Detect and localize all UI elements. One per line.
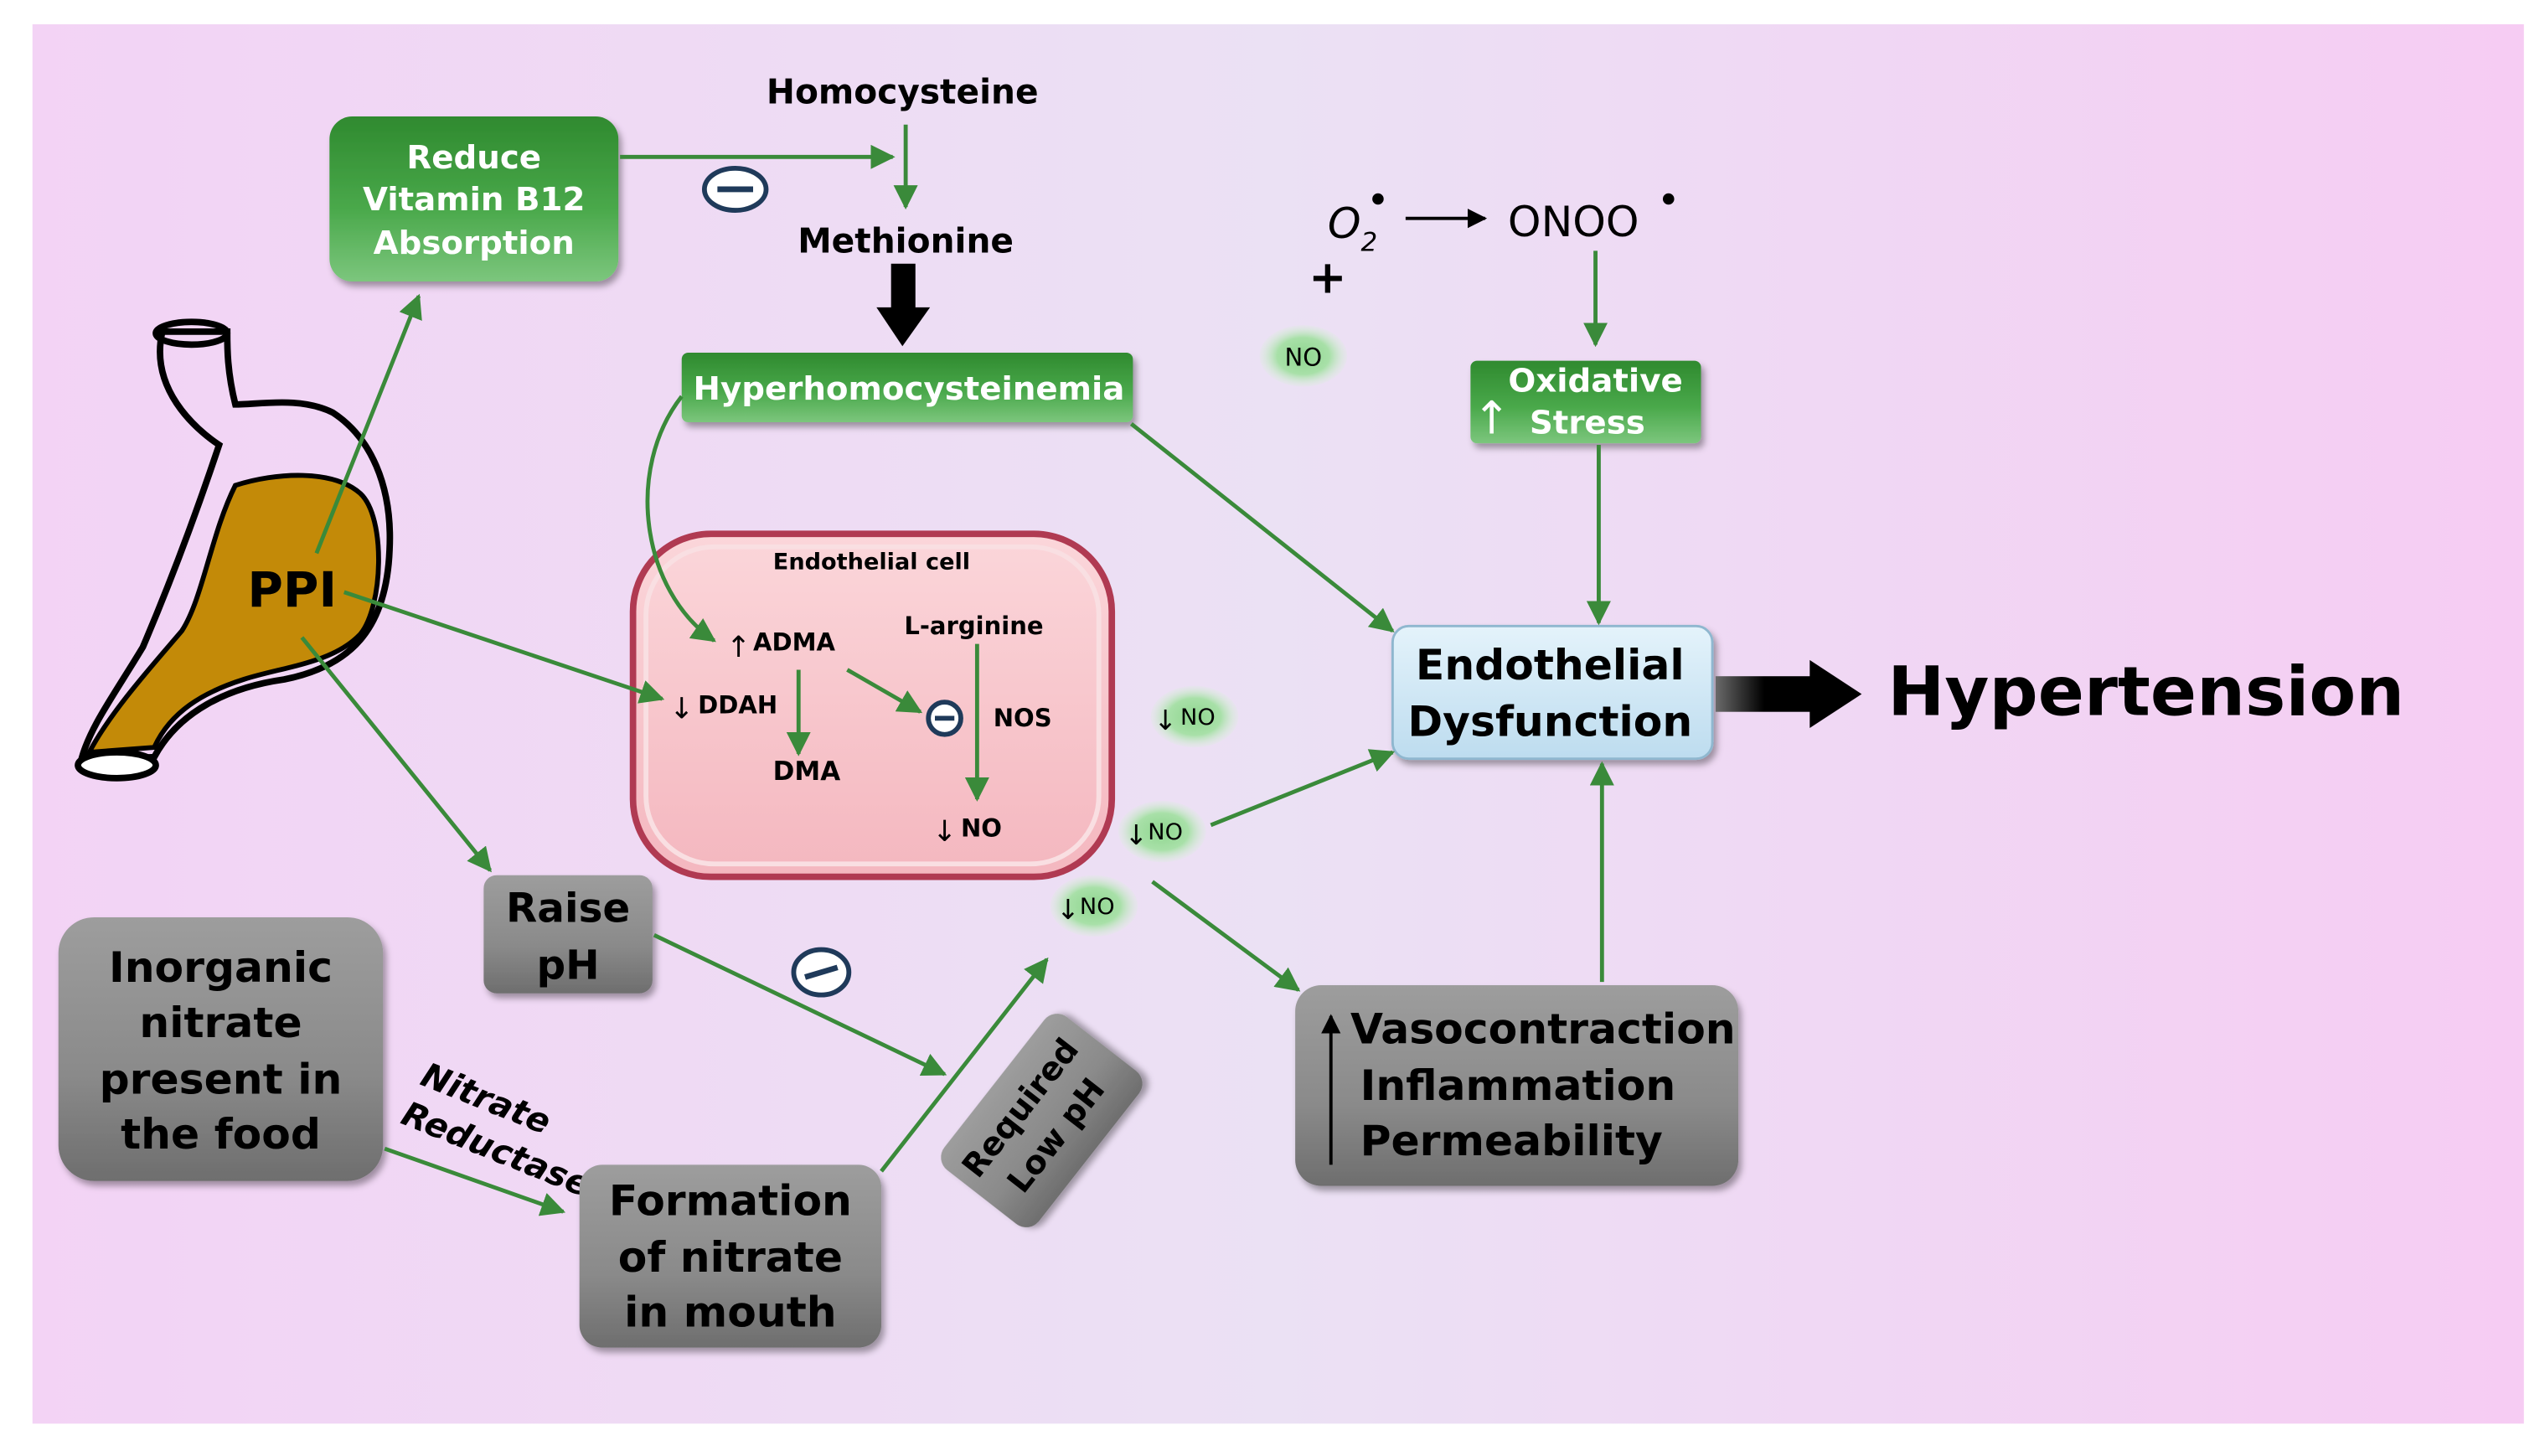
endothelial-cell [629,530,1116,880]
peroxynitrite-label: ONOO [1508,197,1639,246]
inorganic-nitrate-line2: nitrate [139,998,302,1047]
arrow-ppi-to-b12 [314,293,422,555]
cell-no-label: NO [961,813,1002,842]
inorganic-nitrate-box [58,916,384,1181]
l-arginine-label: L-arginine [904,612,1043,640]
inhibition-icon-b12 [701,165,769,213]
adma-up-arrow: ↑ [726,631,751,664]
no-badge-right-arrow: ↓ [1154,704,1177,736]
vitamin-b12-line1: Reduce [406,139,541,177]
ddah-down-arrow: ↓ [669,692,694,725]
hyperhomocysteinemia-box [681,352,1133,423]
endothelial-dysfunction-box [1391,624,1714,761]
arrow-adma-to-nos [846,668,923,714]
required-low-ph-box [941,1014,1143,1228]
oxidative-stress-line2: Stress [1530,405,1645,442]
no-badge-lower-arrow: ↓ [1056,893,1080,926]
inhibition-icon-ph [791,947,852,998]
methionine-label: Methionine [798,220,1014,261]
hypertension-label: Hypertension [1887,653,2404,732]
inorganic-nitrate-line4: the food [121,1109,321,1159]
no-badge-top [1259,325,1348,387]
vitamin-b12-line2: Vitamin B12 [363,181,585,219]
arrow-hyperhomocysteinemia-to-dysfunction [1129,422,1395,633]
inorganic-nitrate-line1: Inorganic [109,942,333,992]
formation-nitrate-box [579,1164,882,1348]
arrow-nitrate-to-formation [384,1146,566,1216]
arrow-methionine-to-hyperhomocysteinemia [876,263,931,347]
no-badge-lower [1050,875,1138,937]
stomach-illustration [75,318,394,782]
superoxide-label: O2 [1328,199,1377,257]
endothelial-dysfunction-line1: Endothelial [1416,640,1685,689]
pathway-arrows [300,124,1614,1216]
plus-sign: + [1309,251,1346,304]
arrow-raise-ph-to-low-ph [653,933,947,1077]
adma-label: ADMA [753,627,836,656]
oxidative-stress-line1: Oxidative [1508,362,1682,400]
dma-label: DMA [773,756,841,787]
formation-nitrate-line1: Formation [609,1175,852,1225]
hyperhomocysteinemia-label: Hyperhomocysteinemia [694,370,1125,408]
raise-ph-line2: pH [537,942,600,989]
formation-nitrate-line3: in mouth [624,1288,837,1337]
ppi-label: PPI [247,561,337,618]
arrow-ppi-to-ddah [343,590,665,704]
vasocontraction-box [1295,985,1739,1186]
no-badge-lower-label: NO [1080,894,1115,920]
superoxide-radical-dot [1372,193,1384,205]
no-badge-right-label: NO [1180,705,1216,731]
no-badge-top-label: NO [1285,343,1323,371]
raise-ph-line1: Raise [506,885,630,932]
endothelial-dysfunction-line2: Dysfunction [1407,697,1692,746]
no-badge-mid-arrow: ↓ [1124,818,1148,851]
raise-ph-box [483,875,653,994]
homocysteine-label: Homocysteine [767,72,1039,112]
arrow-ppi-to-raise-ph [300,636,493,873]
vitamin-b12-line3: Absorption [374,225,575,262]
arrow-no-to-vasocontraction [1151,880,1301,992]
vasocontraction-line2: Inflammation [1360,1061,1676,1110]
no-badge-mid-label: NO [1148,819,1183,845]
nos-label: NOS [994,704,1052,732]
arrow-hyperhomocysteinemia-to-adma [645,395,716,643]
no-badge-mid [1118,800,1206,863]
formation-nitrate-line2: of nitrate [618,1232,843,1282]
ddah-label: DDAH [698,691,777,720]
arrow-formation-to-no [880,957,1049,1173]
endothelial-cell-title: Endothelial cell [773,550,970,576]
arrow-no-to-dysfunction [1210,749,1396,828]
oxidative-stress-box [1470,360,1701,444]
hypertension-arrow [1715,659,1862,728]
peroxynitrite-radical-dot [1662,193,1675,205]
no-badge-right [1150,685,1239,748]
cell-no-down-arrow: ↓ [932,815,957,849]
vasocontraction-line1: Vasocontraction [1350,1004,1736,1054]
vasocontraction-line3: Permeability [1360,1116,1663,1165]
nos-inhibition-icon [926,700,963,737]
oxidative-stress-up-arrow: ↑ [1473,392,1510,445]
inorganic-nitrate-line3: present in [100,1055,343,1104]
vitamin-b12-box [329,116,619,282]
